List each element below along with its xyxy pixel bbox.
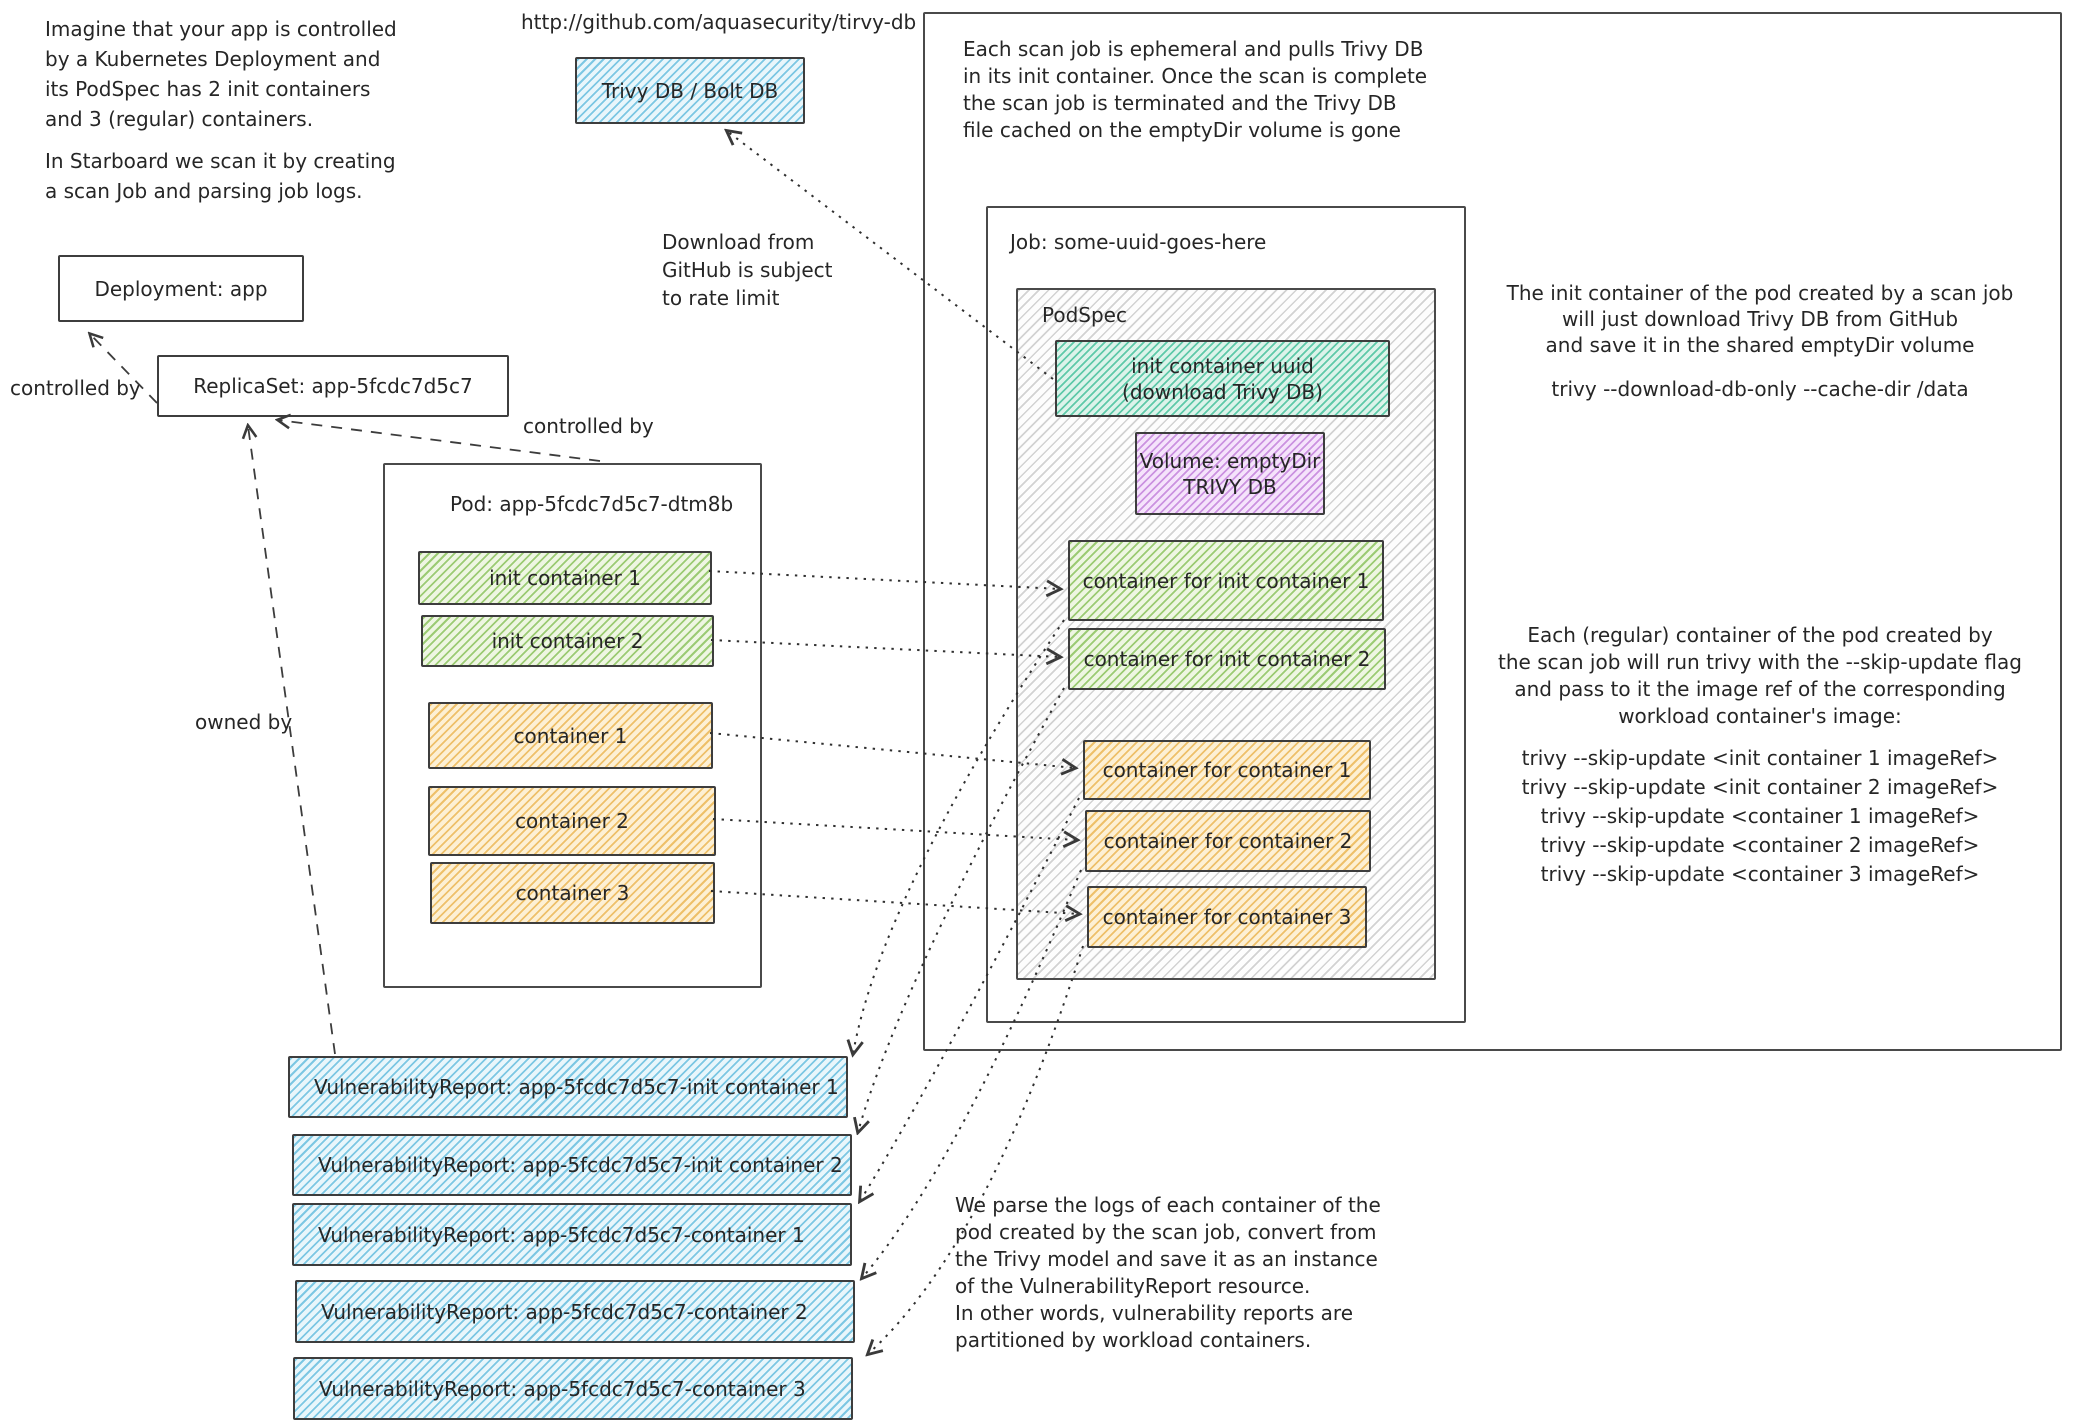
init-container-uuid-box: init container uuid (download Trivy DB) <box>1055 340 1390 417</box>
regular-container-note: Each (regular) container of the pod crea… <box>1498 623 2022 728</box>
github-url-label: http://github.com/aquasecurity/tirvy-db <box>521 10 917 34</box>
job-box <box>986 206 1466 1023</box>
pod-container-2: container 2 <box>428 786 716 856</box>
pod-container-1: container 1 <box>428 702 713 769</box>
pod-title: Pod: app-5fcdc7d5c7-dtm8b <box>450 492 734 516</box>
pod-init-container-1: init container 1 <box>418 551 712 605</box>
vulnerability-report-container-2: VulnerabilityReport: app-5fcdc7d5c7-cont… <box>295 1280 855 1343</box>
job-container-for-container-1: container for container 1 <box>1083 740 1371 800</box>
owned-by-label: owned by <box>195 710 293 734</box>
volume-emptydir-box: Volume: emptyDir TRIVY DB <box>1135 432 1325 515</box>
trivy-db-box: Trivy DB / Bolt DB <box>575 57 805 124</box>
vulnerability-report-init-2: VulnerabilityReport: app-5fcdc7d5c7-init… <box>292 1134 852 1196</box>
deployment-box: Deployment: app <box>58 255 304 322</box>
job-container-for-init-2: container for init container 2 <box>1068 628 1386 690</box>
vulnerability-report-container-1: VulnerabilityReport: app-5fcdc7d5c7-cont… <box>292 1203 852 1266</box>
controlled-by-label-1: controlled by <box>10 376 141 400</box>
intro-note-2: In Starboard we scan it by creating a sc… <box>45 149 396 203</box>
intro-note-1: Imagine that your app is controlled by a… <box>45 17 397 131</box>
job-container-for-container-2: container for container 2 <box>1085 810 1371 872</box>
controlled-by-label-2: controlled by <box>523 414 654 438</box>
pod-box <box>383 463 762 988</box>
pod-container-3: container 3 <box>430 862 715 924</box>
rate-limit-note: Download from GitHub is subject to rate … <box>662 230 833 310</box>
pod-init-container-2: init container 2 <box>421 615 714 667</box>
init-container-cmd: trivy --download-db-only --cache-dir /da… <box>1551 377 1969 401</box>
vulnerability-report-container-3: VulnerabilityReport: app-5fcdc7d5c7-cont… <box>293 1357 853 1420</box>
job-title: Job: some-uuid-goes-here <box>1010 230 1267 254</box>
scan-flow-frame <box>923 12 2062 1051</box>
parse-logs-note: We parse the logs of each container of t… <box>955 1193 1381 1352</box>
trivy-commands: trivy --skip-update <init container 1 im… <box>1521 746 1999 886</box>
replicaset-box: ReplicaSet: app-5fcdc7d5c7 <box>157 355 509 417</box>
vulnerability-report-init-1: VulnerabilityReport: app-5fcdc7d5c7-init… <box>288 1056 848 1118</box>
arrow-reports-to-replicaset <box>248 426 336 1055</box>
job-container-for-init-1: container for init container 1 <box>1068 540 1384 621</box>
job-container-for-container-3: container for container 3 <box>1087 886 1367 948</box>
ephemeral-note: Each scan job is ephemeral and pulls Tri… <box>963 37 1428 142</box>
podspec-title: PodSpec <box>1042 303 1127 327</box>
init-container-note: The init container of the pod created by… <box>1506 281 2014 357</box>
